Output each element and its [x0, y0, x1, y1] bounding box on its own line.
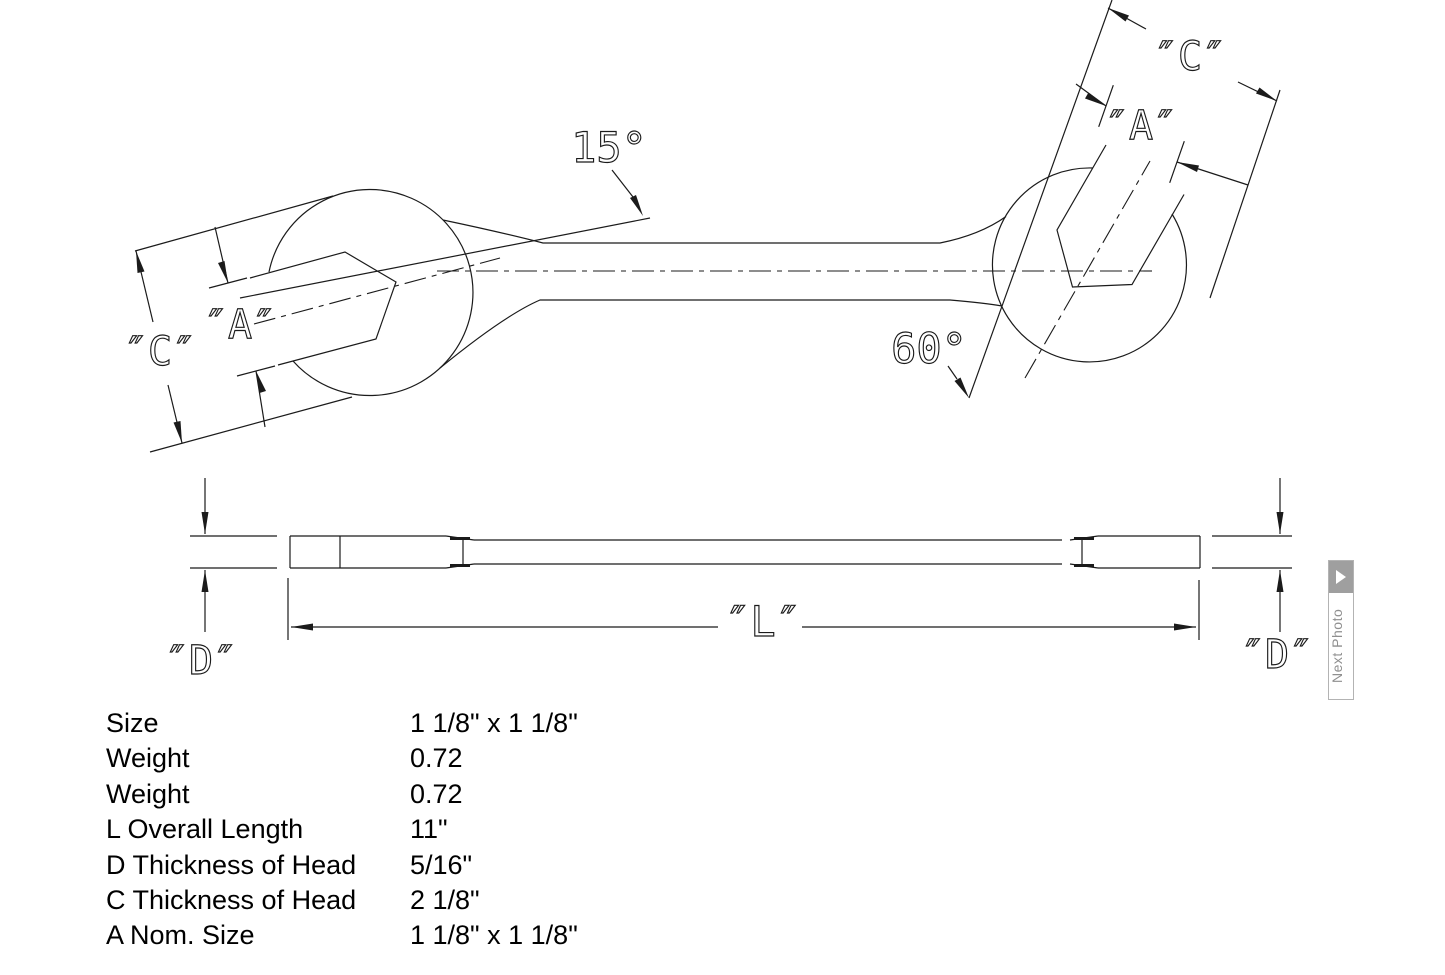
table-row: A Nom. Size 1 1/8" x 1 1/8"	[106, 920, 578, 955]
table-row: D Thickness of Head 5/16"	[106, 850, 578, 885]
label-dim-a-right: ″A″	[1105, 103, 1177, 149]
dim-a-right: ″A″	[1075, 83, 1249, 186]
extension-line	[1209, 89, 1281, 299]
right-lip-thick	[1074, 537, 1094, 567]
label-dim-l: ″L″	[725, 597, 801, 646]
table-row: L Overall Length 11"	[106, 814, 578, 849]
left-lip	[445, 535, 475, 569]
wrench-side-view: ″D″ ″D″ ″L″	[164, 478, 1314, 685]
extension-line	[1212, 535, 1292, 569]
dim-c-right: ″C″	[1107, 7, 1281, 299]
dim-c-left: ″C″	[123, 195, 353, 453]
spec-value: 5/16"	[410, 849, 473, 880]
spec-label: Size	[106, 708, 159, 738]
arrowhead	[1177, 162, 1199, 172]
right-head-centerline	[1024, 160, 1151, 379]
arrowhead	[1085, 92, 1106, 106]
wrench-top-view: 15° 60° ″C″ ″A″	[123, 0, 1281, 453]
arrowhead	[291, 623, 313, 631]
arrowhead	[173, 421, 182, 443]
left-head-block	[289, 535, 446, 569]
right-triangle-glyph	[1336, 570, 1346, 584]
dim-l: ″L″	[287, 578, 1200, 647]
spec-value: 0.72	[410, 778, 463, 809]
dim-d-left: ″D″	[164, 478, 277, 685]
extension-line	[287, 578, 1200, 640]
spec-label: Weight	[106, 743, 190, 774]
right-lip	[1069, 535, 1099, 569]
label-dim-a-left: ″A″	[204, 302, 276, 348]
extension-line	[149, 396, 353, 453]
spec-label: A Nom. Size	[106, 920, 255, 951]
spec-value: 1 1/8" x 1 1/8"	[410, 920, 578, 951]
arrowhead	[1174, 623, 1196, 631]
label-dim-c-left: ″C″	[124, 329, 196, 375]
shaft-bottom-edge	[439, 299, 1003, 369]
side-profile	[289, 535, 1201, 569]
label-dim-d-right: ″D″	[1241, 632, 1313, 678]
leader-line-60	[947, 365, 958, 380]
table-row: C Thickness of Head 2 1/8"	[106, 885, 578, 920]
label-angle-60: 60°	[891, 324, 967, 373]
label-dim-c-right: ″C″	[1154, 34, 1226, 80]
arrowhead	[1108, 8, 1129, 22]
face-line-15	[239, 217, 651, 299]
next-photo-label[interactable]: Next Photo	[1329, 608, 1345, 684]
arrowhead	[218, 261, 228, 283]
arrowhead	[954, 377, 969, 398]
left-head-centerline	[253, 257, 501, 325]
arrowhead	[630, 195, 643, 216]
shaft-profile	[474, 539, 1062, 565]
shaft-top-edge	[442, 216, 1007, 244]
right-head-block	[1098, 535, 1201, 569]
arrowhead	[1276, 570, 1284, 592]
left-lip-thick	[450, 537, 470, 567]
spec-value: 11"	[410, 814, 448, 845]
next-photo-button[interactable]: Next Photo	[1328, 560, 1354, 700]
dim-d-right: ″D″	[1212, 478, 1314, 679]
spec-label: D Thickness of Head	[106, 849, 357, 880]
arrowhead	[136, 251, 145, 273]
arrowhead	[256, 371, 266, 393]
table-row: Size 1 1/8" x 1 1/8"	[106, 708, 578, 743]
right-head-jaw	[1056, 144, 1185, 288]
spec-value: 2 1/8"	[410, 884, 480, 915]
play-arrow-icon[interactable]	[1329, 561, 1353, 593]
label-angle-15: 15°	[571, 123, 647, 172]
spec-table: Size 1 1/8" x 1 1/8" Weight 0.72 Weight …	[106, 708, 578, 956]
angle-callout-15: 15°	[570, 122, 648, 216]
arrowhead	[1276, 512, 1284, 534]
spec-label: Weight	[106, 778, 190, 809]
spec-value: 1 1/8" x 1 1/8"	[410, 708, 578, 738]
face-line-60	[968, 0, 1113, 399]
arrowhead	[201, 570, 209, 592]
dim-a-left: ″A″	[203, 226, 277, 428]
angle-callout-60: 60°	[890, 323, 969, 398]
label-dim-d-left: ″D″	[165, 638, 237, 684]
table-row: Weight 0.72	[106, 743, 578, 778]
left-head-jaw	[249, 251, 397, 366]
extension-line	[190, 535, 277, 569]
leader-line-15	[611, 169, 634, 198]
spec-label: C Thickness of Head	[106, 884, 357, 915]
spec-value: 0.72	[410, 743, 463, 774]
arrowhead	[201, 512, 209, 534]
table-row: Weight 0.72	[106, 779, 578, 814]
extension-line	[134, 195, 334, 252]
spec-label: L Overall Length	[106, 814, 304, 845]
arrowhead	[1256, 87, 1277, 101]
right-head-outline	[991, 167, 1187, 363]
